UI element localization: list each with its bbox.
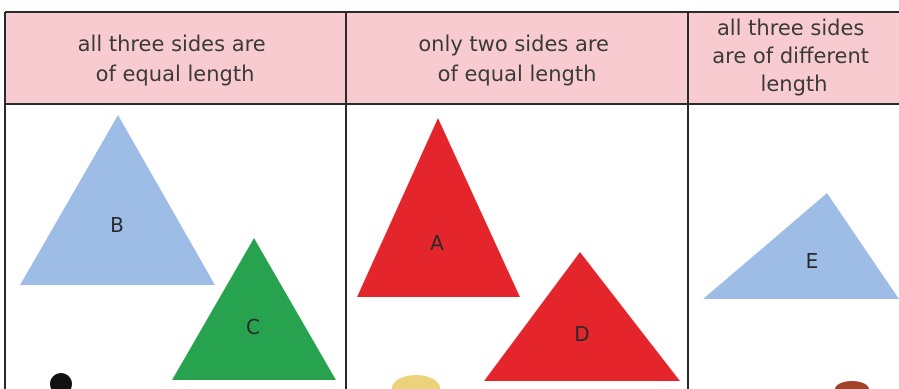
header-scalene-line-1: all three sides xyxy=(717,16,864,40)
header-band xyxy=(5,12,899,104)
triangle-b-label: B xyxy=(110,213,124,237)
header-equilateral-line-2: of equal length xyxy=(96,62,255,86)
header-isosceles: only two sides are of equal length xyxy=(418,32,615,86)
triangle-a[interactable] xyxy=(357,118,520,297)
triangle-c[interactable] xyxy=(172,238,336,380)
header-equilateral-line-1: all three sides are xyxy=(78,32,266,56)
header-scalene-line-3: length xyxy=(761,72,828,96)
triangle-e[interactable] xyxy=(703,193,899,299)
triangle-a-label: A xyxy=(430,231,444,255)
header-scalene-line-2: are of different xyxy=(712,44,869,68)
triangle-d[interactable] xyxy=(484,252,680,381)
header-equilateral: all three sides are of equal length xyxy=(78,32,273,86)
black-dot-piece xyxy=(50,373,72,389)
triangle-c-label: C xyxy=(246,315,260,339)
triangle-b[interactable] xyxy=(20,115,215,285)
triangle-d-label: D xyxy=(574,322,589,346)
triangle-e-label: E xyxy=(806,249,819,273)
header-isosceles-line-1: only two sides are xyxy=(418,32,609,56)
brown-piece xyxy=(835,381,869,389)
table-grid xyxy=(4,11,899,389)
yellow-piece xyxy=(392,375,440,389)
header-scalene: all three sides are of different length xyxy=(712,16,875,96)
header-isosceles-line-2: of equal length xyxy=(438,62,597,86)
